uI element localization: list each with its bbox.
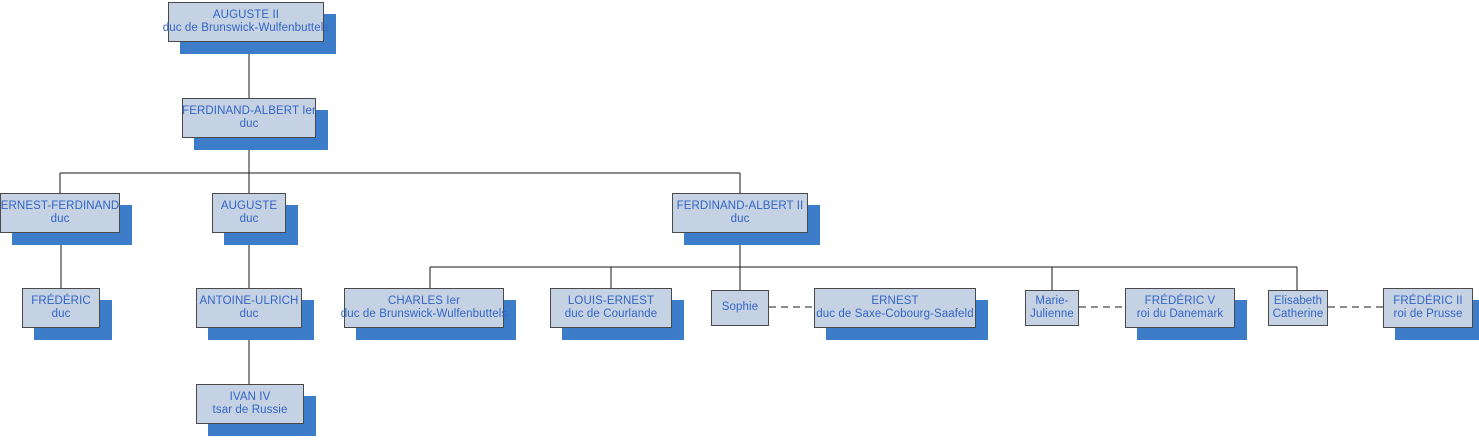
node-title: duc [239, 213, 259, 225]
node-name: FERDINAND-ALBERT II [676, 199, 804, 212]
node-title: roi de Prusse [1393, 308, 1463, 320]
node-name: IVAN IV [229, 390, 271, 403]
node-title: duc [730, 213, 750, 225]
node-name: FERDINAND-ALBERT Ier [182, 104, 316, 117]
node-name: ANTOINE-ULRICH [199, 294, 299, 307]
node-name: CHARLES Ier [387, 294, 461, 307]
node-name: ERNEST [871, 294, 919, 307]
node-title: Julienne [1030, 308, 1074, 320]
node-title: duc [50, 213, 70, 225]
node-name: ERNEST-FERDINAND [0, 199, 120, 212]
node-name: Sophie [721, 301, 759, 314]
node-title: duc [239, 118, 259, 130]
node-title: duc [51, 308, 71, 320]
node-title: Catherine [1272, 308, 1324, 320]
node-title: tsar de Russie [212, 404, 288, 416]
node-name: AUGUSTE II [212, 8, 280, 21]
node-name: AUGUSTE [220, 199, 278, 212]
node-title: duc de Courlande [564, 308, 658, 320]
node-name: Marie- [1035, 294, 1069, 307]
node-marie_julienne[interactable]: Marie-Julienne [1025, 290, 1079, 326]
node-name: FRÉDÉRIC II [1393, 294, 1463, 307]
node-sophie[interactable]: Sophie [711, 290, 769, 326]
node-title: duc de Brunswick-Wulfenbuttels [162, 22, 330, 34]
node-name: Elisabeth [1273, 294, 1323, 307]
node-title: roi du Danemark [1136, 308, 1224, 320]
node-title: duc de Brunswick-Wulfenbuttels [340, 308, 508, 320]
node-title: duc de Saxe-Cobourg-Saafeld [816, 308, 974, 320]
node-name: FRÉDÉRIC V [1144, 294, 1216, 307]
node-title: duc [239, 308, 259, 320]
node-name: LOUIS-ERNEST [567, 294, 655, 307]
node-name: FRÉDÉRIC [31, 294, 91, 307]
